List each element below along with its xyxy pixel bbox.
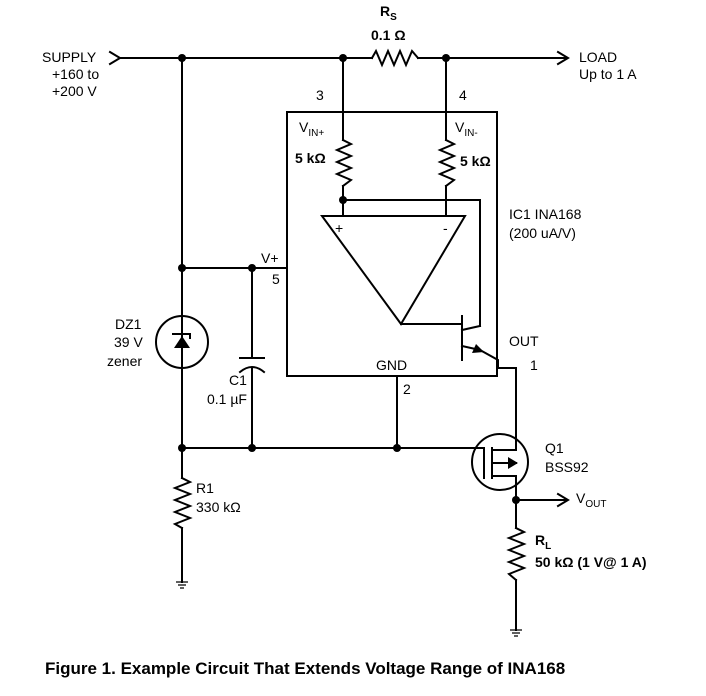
ground-symbol-rl: [510, 629, 522, 637]
pin3-label: 3: [316, 87, 324, 103]
vout-arrow: [556, 492, 570, 508]
ground-symbol-r1: [176, 581, 188, 589]
ic1-package: [286, 111, 498, 377]
r-in-minus-value: 5 kΩ: [460, 153, 491, 169]
r-in-plus-value: 5 kΩ: [295, 150, 326, 166]
gnd-label: GND: [376, 357, 407, 373]
rs-value: 0.1 Ω: [371, 27, 406, 43]
transistor-symbol: [460, 315, 484, 361]
supply-label: SUPPLY: [42, 49, 97, 65]
resistor-rl: [506, 526, 527, 582]
resistor-vin-minus: [437, 138, 457, 188]
pin2-label: 2: [403, 381, 411, 397]
dz1-type: zener: [107, 353, 142, 369]
ic-gain: (200 uA/V): [509, 225, 576, 241]
rl-label: RL: [535, 532, 551, 552]
supply-arrow: [108, 50, 122, 66]
rs-label: RS: [380, 3, 397, 23]
supply-range-line1: +160 to: [52, 66, 99, 82]
vout-label: VOUT: [576, 490, 606, 510]
pin5-label: 5: [272, 271, 280, 287]
dz1-name: DZ1: [115, 316, 142, 332]
r1-name: R1: [196, 480, 214, 496]
pin4-label: 4: [459, 87, 467, 103]
figure-caption: Figure 1. Example Circuit That Extends V…: [45, 659, 565, 678]
vplus-label: V+: [261, 250, 279, 266]
q1-part: BSS92: [545, 459, 589, 475]
capacitor-c1: [238, 357, 266, 374]
opamp-symbol: [320, 215, 467, 326]
zener-diode-dz1: [155, 314, 209, 370]
opamp-minus: -: [443, 220, 448, 236]
opamp-plus: +: [335, 220, 343, 236]
load-label: LOAD: [579, 49, 617, 65]
ic-name: IC1 INA168: [509, 206, 582, 222]
pin1-label: 1: [530, 357, 538, 373]
junction-dots: [178, 54, 520, 504]
out-label: OUT: [509, 333, 539, 349]
resistor-r1: [172, 476, 193, 530]
load-arrow: [556, 50, 570, 66]
supply-range-line2: +200 V: [52, 83, 97, 99]
vin-plus-label: VIN+: [299, 119, 324, 139]
resistor-vin-plus: [334, 138, 354, 188]
load-range: Up to 1 A: [579, 66, 637, 82]
vin-minus-label: VIN-: [455, 119, 478, 139]
c1-value: 0.1 µF: [207, 391, 247, 407]
rl-value: 50 kΩ (1 V@ 1 A): [535, 554, 647, 570]
resistor-rs: [370, 48, 420, 68]
mosfet-q1: [471, 433, 529, 491]
r1-value: 330 kΩ: [196, 499, 241, 515]
q1-name: Q1: [545, 440, 564, 456]
c1-name: C1: [229, 372, 247, 388]
dz1-value: 39 V: [114, 334, 143, 350]
